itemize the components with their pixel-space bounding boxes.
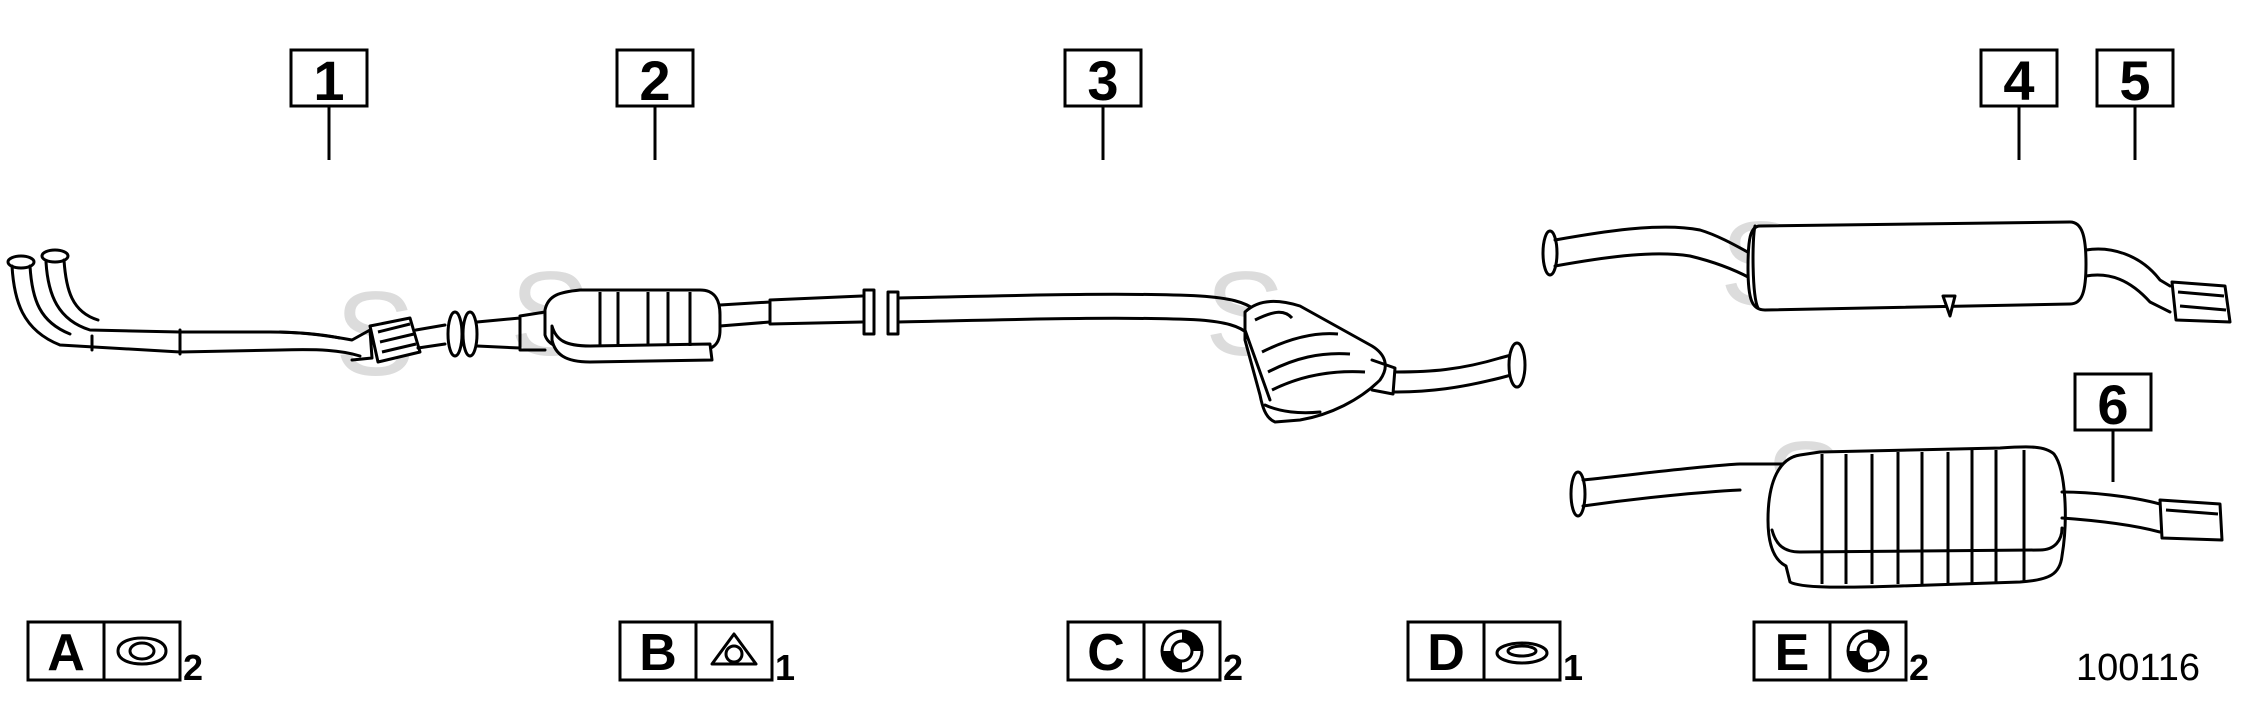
callout-number: 3: [1087, 49, 1118, 112]
callout-number: 1: [313, 49, 344, 112]
callout-number: 4: [2003, 49, 2034, 112]
legend-letter: B: [639, 624, 677, 682]
legend-letter: A: [47, 624, 85, 682]
callout-number: 5: [2119, 49, 2150, 112]
legend-item-b[interactable]: B 1: [618, 620, 795, 688]
callout-3[interactable]: 3: [1063, 48, 1143, 160]
legend-item-c[interactable]: C 2: [1066, 620, 1243, 688]
rear-silencer-part[interactable]: [1541, 220, 2232, 324]
diagram-id: 100116: [2076, 647, 2200, 689]
legend-letter: E: [1775, 624, 1810, 682]
callout-1[interactable]: 1: [289, 48, 369, 160]
watermarks: S S S S S: [335, 197, 1845, 551]
callout-6[interactable]: 6: [2073, 372, 2153, 482]
legend-quantity: 2: [183, 647, 203, 688]
callout-number: 6: [2097, 373, 2128, 436]
rear-silencer-alt-part[interactable]: [1569, 445, 2224, 589]
center-resonator-part[interactable]: [886, 290, 1527, 424]
legend-quantity: 1: [775, 647, 795, 688]
legend-letter: D: [1427, 624, 1465, 682]
callout-5[interactable]: 5: [2095, 48, 2175, 160]
clamp-ring-icon: [1846, 629, 1890, 673]
gasket-two-hole-icon: [116, 636, 168, 666]
callout-number: 2: [639, 49, 670, 112]
legend-item-e[interactable]: E 2: [1752, 620, 1929, 688]
legend-quantity: 2: [1223, 647, 1243, 688]
catalytic-converter-part[interactable]: [475, 288, 876, 364]
sealing-ring-icon: [1495, 641, 1549, 665]
legend-quantity: 2: [1909, 647, 1929, 688]
clamp-ring-icon: [1160, 629, 1204, 673]
legend-item-a[interactable]: A 2: [26, 620, 203, 688]
callout-4[interactable]: 4: [1979, 48, 2059, 160]
callout-2[interactable]: 2: [615, 48, 695, 160]
gasket-three-hole-icon: [710, 632, 758, 666]
legend-item-d[interactable]: D 1: [1406, 620, 1583, 688]
front-pipe-part[interactable]: [6, 248, 479, 364]
legend-quantity: 1: [1563, 647, 1583, 688]
legend-letter: C: [1087, 624, 1125, 682]
